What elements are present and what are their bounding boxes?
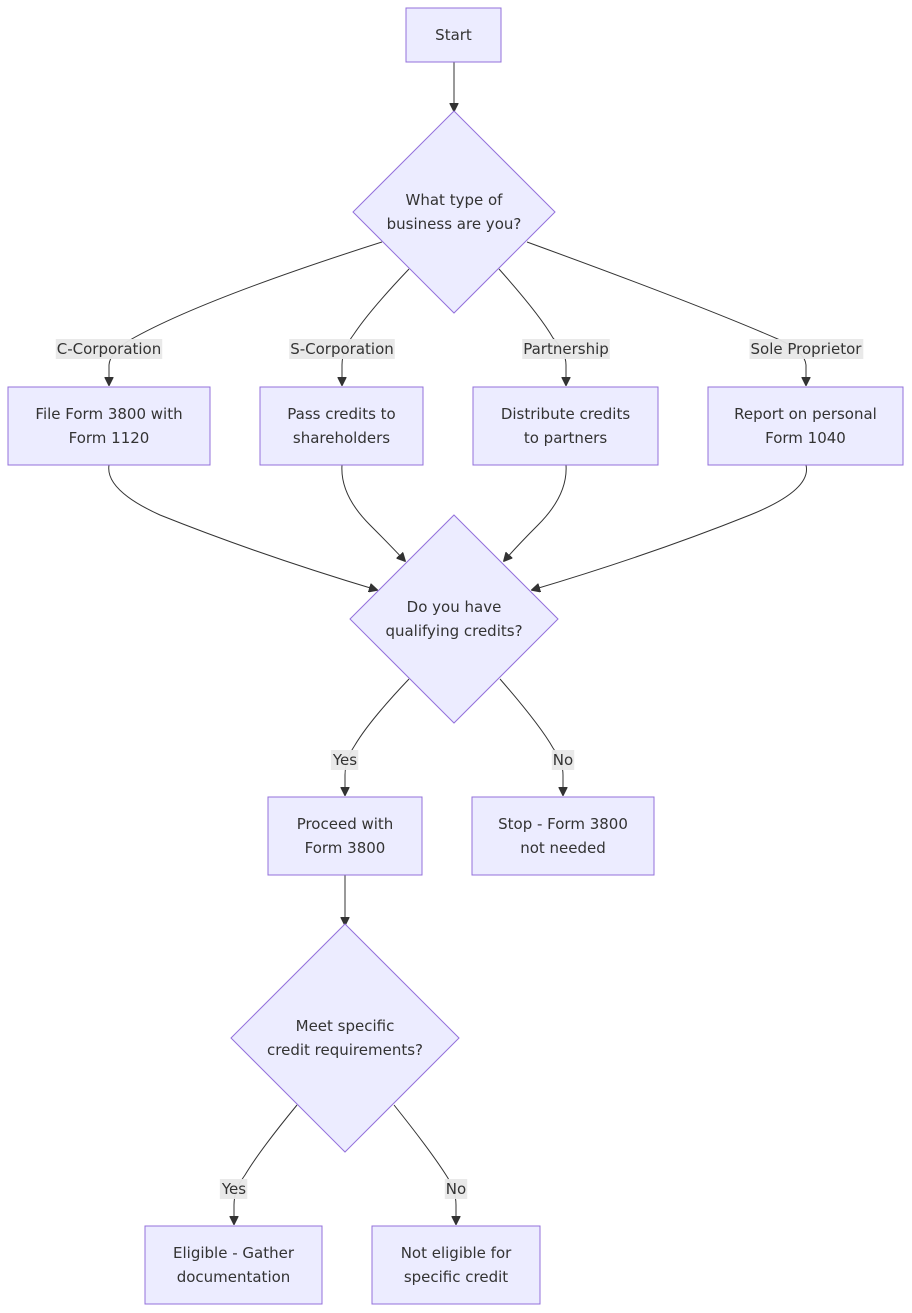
node-label-line: business are you?	[387, 215, 522, 233]
decision-diamond	[352, 110, 556, 314]
edge-type-to-ccorp	[109, 241, 383, 385]
node-requirements: Meet specific credit requirements?	[230, 923, 460, 1153]
process-box	[707, 386, 904, 466]
edge-label: S-Corporation	[289, 339, 395, 359]
edge-qualifying-yes	[345, 678, 410, 795]
node-label-line: Meet specific	[296, 1017, 395, 1035]
node-label-line: Report on personal	[734, 405, 877, 423]
node-label-line: shareholders	[293, 429, 390, 447]
node-label-line: File Form 3800 with	[35, 405, 182, 423]
edge-label-text: S-Corporation	[290, 340, 394, 358]
edge-label: Partnership	[522, 339, 610, 359]
edge-type-to-soleprop	[526, 241, 806, 385]
edge-label: No	[551, 750, 575, 770]
node-label-line: Start	[435, 26, 472, 44]
edge-label-text: No	[446, 1180, 466, 1198]
edge-label-text: C-Corporation	[57, 340, 162, 358]
node-eligible: Eligible - Gather documentation	[144, 1225, 323, 1305]
node-label-line: specific credit	[404, 1268, 508, 1286]
node-label-line: to partners	[524, 429, 607, 447]
node-business-type: What type of business are you?	[352, 110, 556, 314]
node-partnership: Distribute credits to partners	[472, 386, 659, 466]
node-label-line: Form 3800	[305, 839, 386, 857]
edge-label-background	[219, 1179, 248, 1199]
process-box	[371, 1225, 541, 1305]
node-label-line: Eligible - Gather	[173, 1244, 295, 1262]
edge-label: Yes	[330, 750, 359, 770]
edge-label: No	[444, 1179, 468, 1199]
node-start: Start	[405, 7, 502, 63]
edge-label: Yes	[219, 1179, 248, 1199]
node-label-line: qualifying credits?	[385, 622, 522, 640]
process-box	[267, 796, 423, 876]
process-box	[259, 386, 424, 466]
edge-label: Sole Proprietor	[749, 339, 864, 359]
edge-label-background	[749, 339, 864, 359]
node-label-line: Form 1120	[69, 429, 150, 447]
node-label-line: What type of	[406, 191, 504, 209]
node-label-line: Distribute credits	[501, 405, 631, 423]
edge-label-background	[289, 339, 395, 359]
node-qualifying: Do you have qualifying credits?	[349, 514, 559, 724]
node-label-line: Not eligible for	[401, 1244, 512, 1262]
process-box	[471, 796, 655, 876]
node-stop: Stop - Form 3800 not needed	[471, 796, 655, 876]
node-label-line: Form 1040	[765, 429, 846, 447]
node-label-line: Do you have	[407, 598, 502, 616]
node-label-line: not needed	[520, 839, 606, 857]
edge-partnership-to-qualifying	[504, 464, 567, 561]
edge-labels-layer: C-Corporation S-Corporation Partnership Sol…	[55, 339, 864, 1199]
edge-type-to-partnership	[498, 268, 566, 385]
node-s-corp: Pass credits to shareholders	[259, 386, 424, 466]
node-label-line: Stop - Form 3800	[498, 815, 628, 833]
edge-label-background	[522, 339, 610, 359]
edge-label-text: Sole Proprietor	[751, 340, 863, 358]
node-label-line: Proceed with	[297, 815, 394, 833]
node-label-line: Pass credits to	[287, 405, 396, 423]
decision-diamond	[349, 514, 559, 724]
edge-label-background	[551, 750, 575, 770]
node-label-line: documentation	[177, 1268, 291, 1286]
edge-label-background	[55, 339, 163, 359]
edge-ccorp-to-qualifying	[108, 464, 377, 590]
edge-label-text: No	[553, 751, 573, 769]
process-box	[472, 386, 659, 466]
edge-label: C-Corporation	[55, 339, 163, 359]
decision-diamond	[230, 923, 460, 1153]
edge-scorp-to-qualifying	[341, 464, 405, 561]
edge-label-background	[444, 1179, 468, 1199]
edge-type-to-scorp	[342, 268, 410, 385]
process-box	[144, 1225, 323, 1305]
edge-label-text: Yes	[332, 751, 357, 769]
node-not-eligible: Not eligible for specific credit	[371, 1225, 541, 1305]
process-box	[405, 7, 502, 63]
edge-qualifying-no	[499, 678, 563, 795]
edge-label-text: Yes	[221, 1180, 246, 1198]
edge-label-background	[330, 750, 359, 770]
node-label-line: credit requirements?	[267, 1041, 423, 1059]
edge-requirements-no	[393, 1104, 456, 1224]
process-box	[7, 386, 211, 466]
edge-soleprop-to-qualifying	[532, 464, 808, 590]
edge-label-text: Partnership	[523, 340, 609, 358]
edge-requirements-yes	[234, 1104, 298, 1224]
